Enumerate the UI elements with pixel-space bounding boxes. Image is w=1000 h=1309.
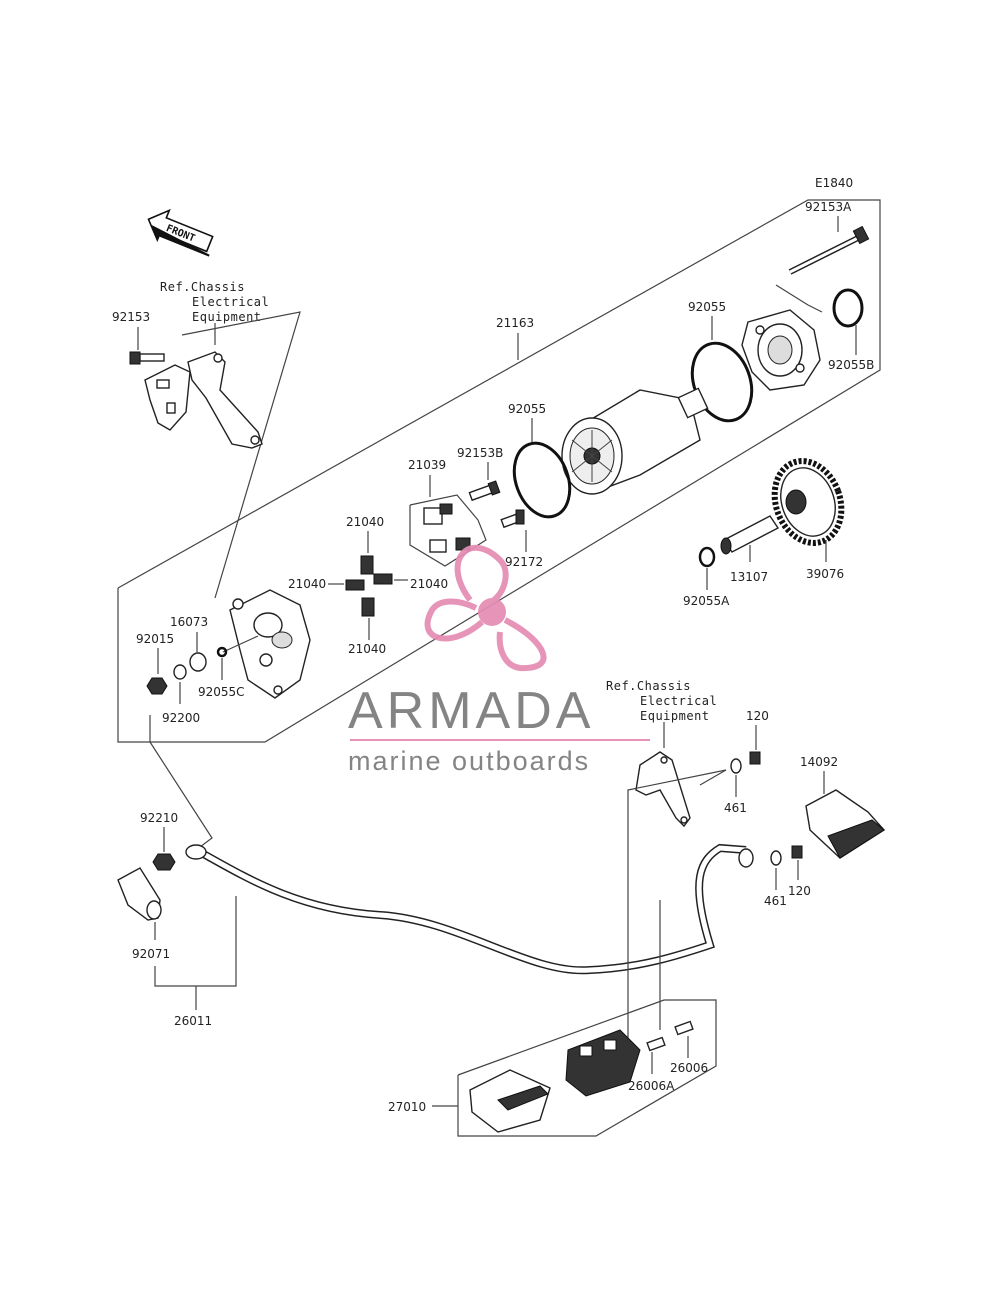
svg-text:Electrical: Electrical bbox=[640, 694, 717, 708]
label-21040-a: 21040 bbox=[346, 515, 384, 529]
label-92055-top: 92055 bbox=[688, 300, 726, 314]
bolt-icon bbox=[468, 480, 501, 502]
bracket-icon bbox=[635, 751, 691, 828]
label-92210: 92210 bbox=[140, 811, 178, 825]
label-92071: 92071 bbox=[132, 947, 170, 961]
label-39076: 39076 bbox=[806, 567, 844, 581]
screw-icon bbox=[749, 751, 761, 765]
nut-icon bbox=[146, 677, 168, 695]
relay-outline bbox=[457, 999, 717, 1137]
brand-tagline: marine outboards bbox=[348, 746, 590, 776]
label-461-bot: 461 bbox=[764, 894, 787, 908]
spring-icon bbox=[345, 579, 365, 591]
svg-text:Ref.Chassis: Ref.Chassis bbox=[606, 679, 691, 693]
label-92055B: 92055B bbox=[828, 358, 874, 372]
brand-name: ARMADA bbox=[348, 682, 594, 740]
label-92200: 92200 bbox=[162, 711, 200, 725]
front-cover-icon bbox=[229, 589, 311, 699]
svg-text:Ref.Chassis: Ref.Chassis bbox=[160, 280, 245, 294]
svg-text:Equipment: Equipment bbox=[640, 709, 710, 723]
bracket-icon bbox=[144, 351, 263, 449]
label-26006: 26006 bbox=[670, 1061, 708, 1075]
label-92153B: 92153B bbox=[457, 446, 503, 460]
label-461-top: 461 bbox=[724, 801, 747, 815]
spring-icon bbox=[360, 555, 374, 575]
label-21040-d: 21040 bbox=[348, 642, 386, 656]
gear-icon bbox=[771, 458, 845, 546]
washer-icon bbox=[189, 652, 207, 672]
end-cover-icon bbox=[741, 309, 821, 391]
label-16073: 16073 bbox=[170, 615, 208, 629]
o-ring-icon bbox=[832, 288, 864, 328]
long-bolt-icon bbox=[788, 225, 870, 275]
label-92153A: 92153A bbox=[805, 200, 852, 214]
svg-text:Electrical: Electrical bbox=[192, 295, 269, 309]
label-92055A: 92055A bbox=[683, 594, 730, 608]
armada-logo: ARMADA marine outboards bbox=[348, 544, 650, 776]
starter-motor-icon bbox=[561, 387, 709, 495]
label-92055C: 92055C bbox=[198, 685, 245, 699]
shaft-icon bbox=[720, 515, 780, 555]
o-ring-icon bbox=[698, 546, 716, 568]
brush-holder-icon bbox=[423, 503, 471, 553]
propeller-logo-icon bbox=[424, 544, 547, 672]
washer-icon bbox=[770, 850, 782, 866]
terminal-cap-icon bbox=[117, 867, 162, 921]
label-21039: 21039 bbox=[408, 458, 446, 472]
washer-icon bbox=[730, 758, 742, 774]
label-92172: 92172 bbox=[505, 555, 543, 569]
label-92055-mid: 92055 bbox=[508, 402, 546, 416]
label-27010: 27010 bbox=[388, 1100, 426, 1114]
label-14092: 14092 bbox=[800, 755, 838, 769]
label-92153: 92153 bbox=[112, 310, 150, 324]
starter-assembly-outline bbox=[117, 199, 881, 743]
label-21040-b: 21040 bbox=[288, 577, 326, 591]
spring-icon bbox=[361, 597, 375, 617]
ref-chassis-top: Ref.Chassis Electrical Equipment bbox=[160, 280, 269, 324]
label-21040-c: 21040 bbox=[410, 577, 448, 591]
o-ring-icon bbox=[512, 441, 572, 519]
screw-icon bbox=[791, 845, 803, 859]
front-arrow-icon: FRONT bbox=[147, 208, 214, 257]
screw-icon bbox=[500, 509, 525, 529]
relay-box-icon bbox=[469, 1069, 551, 1133]
label-26011: 26011 bbox=[174, 1014, 212, 1028]
label-13107: 13107 bbox=[730, 570, 768, 584]
label-92015: 92015 bbox=[136, 632, 174, 646]
nut-icon bbox=[152, 853, 176, 871]
washer-icon bbox=[173, 664, 187, 680]
spring-icon bbox=[373, 573, 393, 585]
svg-text:Equipment: Equipment bbox=[192, 310, 262, 324]
label-120-top: 120 bbox=[746, 709, 769, 723]
bolt-icon bbox=[129, 351, 165, 365]
label-26006A: 26006A bbox=[628, 1079, 675, 1093]
cover-icon bbox=[805, 789, 886, 859]
o-ring-icon bbox=[216, 646, 228, 658]
fuse-icon bbox=[646, 1020, 694, 1052]
battery-cable bbox=[185, 843, 754, 975]
diagram-code: E1840 bbox=[815, 176, 853, 190]
starter-relay-icon bbox=[565, 1029, 641, 1097]
ref-chassis-mid: Ref.Chassis Electrical Equipment bbox=[606, 679, 717, 723]
label-21163: 21163 bbox=[496, 316, 534, 330]
label-120-bot: 120 bbox=[788, 884, 811, 898]
